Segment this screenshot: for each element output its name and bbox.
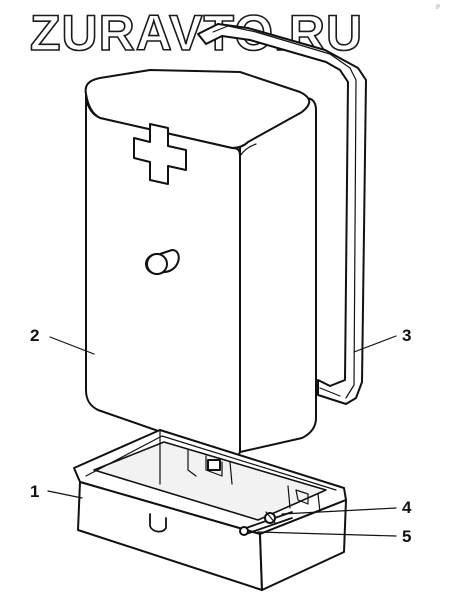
latch-button-icon [145,249,180,275]
leader-line-1 [47,490,83,499]
part-3-insert [197,23,367,405]
part-2-lid [84,69,317,458]
leader-line-5 [257,531,397,537]
callout-3: 3 [402,326,411,345]
part-1-base [73,429,347,591]
leader-lines [47,335,397,537]
callout-2: 2 [30,326,39,345]
corner-mark: ℙ [436,4,440,11]
watermark-text: ZURAVTO.RU [30,5,363,61]
callout-5: 5 [402,527,411,546]
leader-line-3 [353,335,397,353]
callout-1: 1 [30,482,39,501]
leader-line-2 [49,336,95,355]
leader-line-4 [281,507,397,515]
callout-4: 4 [402,498,412,517]
cross-icon [133,123,187,185]
